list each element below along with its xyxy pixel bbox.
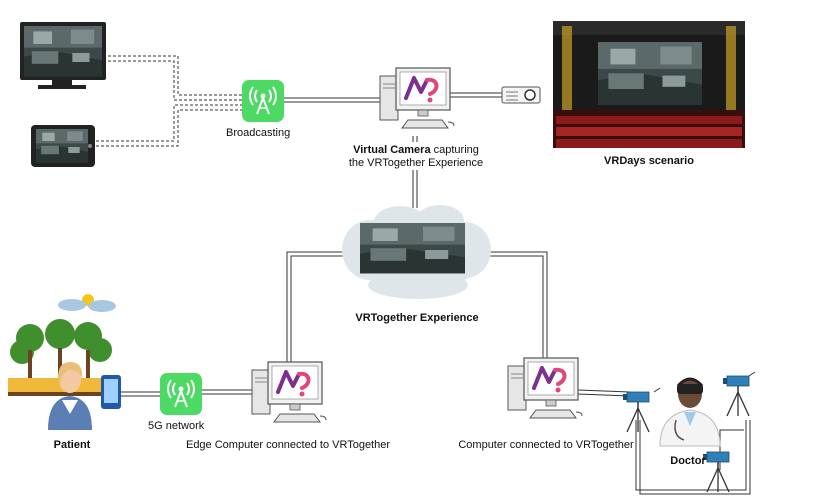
virtual-camera-computer-icon — [378, 66, 456, 130]
tv-icon — [20, 22, 106, 89]
network-label: 5G network — [148, 420, 205, 432]
patient-illustration — [8, 294, 121, 430]
computer-label: Computer connected to VRTogether — [458, 439, 634, 451]
5g-antenna-icon — [159, 372, 203, 416]
virtual-camera-label-line2: the VRTogether Experience — [348, 157, 484, 169]
tripod-camera-icon — [722, 375, 750, 417]
virtual-camera-label-bold: Virtual Camera — [353, 144, 431, 156]
edge-computer-label: Edge Computer connected to VRTogether — [185, 439, 391, 451]
broadcasting-antenna-icon — [241, 79, 285, 123]
projector-icon — [501, 86, 541, 104]
tablet-icon — [31, 125, 95, 167]
edge-computer-icon — [250, 360, 328, 424]
doctor-label: Doctor — [670, 455, 706, 467]
vrtogether-cloud — [342, 205, 491, 299]
virtual-camera-label: Virtual Camera capturing the VRTogether … — [349, 144, 483, 170]
patient-label: Patient — [53, 439, 91, 451]
vrdays-label: VRDays scenario — [604, 155, 694, 167]
tripod-camera-icon — [702, 451, 730, 493]
cinema-scenario-image — [553, 21, 745, 148]
doctor-computer-icon — [506, 356, 584, 420]
experience-label: VRTogether Experience — [355, 312, 479, 324]
doctor-illustration — [659, 377, 721, 447]
virtual-camera-label-rest: capturing — [430, 144, 479, 156]
connection-lines — [96, 55, 751, 495]
broadcasting-label: Broadcasting — [226, 127, 291, 139]
